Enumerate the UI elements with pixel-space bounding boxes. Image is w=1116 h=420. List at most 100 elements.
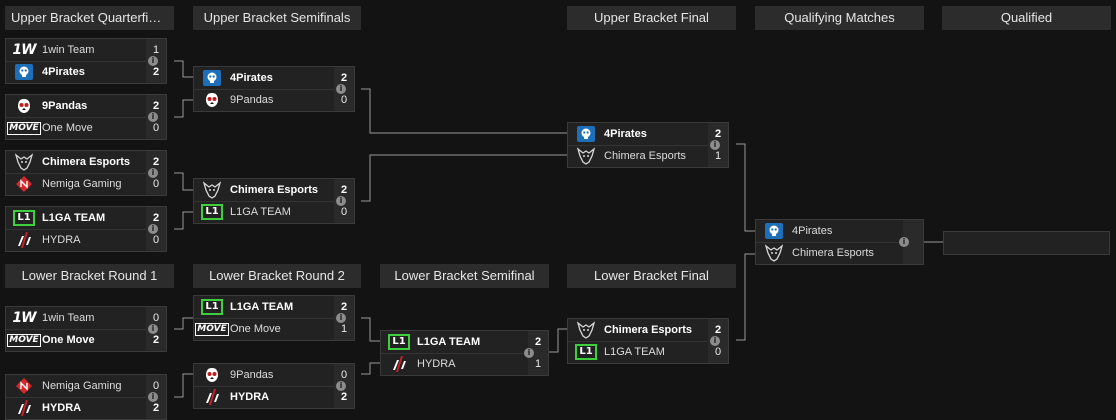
team-score: 0	[146, 307, 166, 329]
match-info-icon[interactable]: i	[336, 381, 346, 391]
match-info-icon[interactable]: i	[148, 112, 158, 122]
team-name: 4Pirates	[230, 72, 273, 84]
move-logo-icon: MOVE	[7, 121, 41, 135]
l1ga-logo-icon: L1	[194, 201, 230, 223]
match-qualifying[interactable]: 4Pirates Chimera Esports i	[755, 219, 924, 265]
team-row[interactable]: Chimera Esports	[6, 151, 148, 174]
match-info-icon[interactable]: i	[148, 324, 158, 334]
team-score: 0	[334, 201, 354, 223]
match-info-icon[interactable]: i	[336, 313, 346, 323]
team-score: 2	[334, 179, 354, 201]
team-name: Chimera Esports	[792, 247, 874, 259]
match-info-icon[interactable]: i	[148, 56, 158, 66]
team-score	[903, 242, 923, 264]
match-ub-qf-1[interactable]: 1W 1win Team 1 4Pirates 2 i	[5, 38, 167, 84]
team-score: 2	[334, 386, 354, 408]
team-score: 0	[334, 89, 354, 111]
team-score: 1	[708, 145, 728, 167]
team-row[interactable]: HYDRA	[6, 229, 148, 251]
match-ub-qf-2[interactable]: 9Pandas 2 MOVE One Move 0 i	[5, 94, 167, 140]
team-row[interactable]: 1W 1win Team	[6, 307, 148, 330]
1win-logo-icon: 1W	[12, 42, 36, 58]
l1ga-logo-icon: L1	[194, 296, 230, 318]
match-ub-qf-4[interactable]: L1 L1GA TEAM 2 HYDRA 0 i	[5, 206, 167, 252]
match-ub-sf-1[interactable]: 4Pirates 2 9Pandas 0 i	[193, 66, 355, 112]
match-info-icon[interactable]: i	[148, 392, 158, 402]
team-name: One Move	[230, 323, 281, 335]
team-row[interactable]: HYDRA	[6, 397, 148, 419]
team-name: One Move	[42, 122, 93, 134]
team-name: 1win Team	[42, 44, 95, 56]
l1ga-logo-icon: L1	[568, 341, 604, 363]
team-row[interactable]: 4Pirates	[6, 61, 148, 83]
panda-logo-icon	[194, 89, 230, 111]
hydra-logo-icon	[6, 229, 42, 251]
header-lb-final: Lower Bracket Final	[567, 264, 736, 288]
match-lb-r2-1[interactable]: L1 L1GA TEAM 2 MOVE One Move 1 i	[193, 295, 355, 341]
team-score: 1	[334, 318, 354, 340]
match-info-icon[interactable]: i	[336, 196, 346, 206]
team-row[interactable]: Chimera Esports	[568, 145, 710, 167]
match-lb-final[interactable]: Chimera Esports 2 L1 L1GA TEAM 0 i	[567, 318, 729, 364]
match-ub-qf-3[interactable]: Chimera Esports 2 Nemiga Gaming 0 i	[5, 150, 167, 196]
team-row[interactable]: Nemiga Gaming	[6, 173, 148, 195]
team-row[interactable]: L1 L1GA TEAM	[194, 201, 336, 223]
match-info-icon[interactable]: i	[336, 84, 346, 94]
match-info-icon[interactable]: i	[710, 336, 720, 346]
team-name: L1GA TEAM	[230, 206, 291, 218]
team-name: HYDRA	[417, 358, 456, 370]
team-row[interactable]: L1 L1GA TEAM	[194, 296, 336, 319]
chimera-logo-icon	[194, 179, 230, 201]
team-score	[903, 220, 923, 242]
team-row[interactable]: 1W 1win Team	[6, 39, 148, 62]
team-row[interactable]: L1 L1GA TEAM	[568, 341, 710, 363]
panda-logo-icon	[194, 364, 230, 386]
match-info-icon[interactable]: i	[148, 224, 158, 234]
match-info-icon[interactable]: i	[524, 348, 534, 358]
header-qualifying-matches: Qualifying Matches	[755, 6, 924, 30]
team-score: 2	[708, 319, 728, 341]
team-name: One Move	[42, 334, 95, 346]
team-score: 2	[146, 329, 166, 351]
l1ga-logo-icon: L1	[381, 331, 417, 353]
hydra-logo-icon	[381, 353, 417, 375]
match-info-icon[interactable]: i	[710, 140, 720, 150]
team-row[interactable]: 4Pirates	[756, 220, 905, 243]
team-name: Nemiga Gaming	[42, 380, 122, 392]
team-score: 2	[334, 296, 354, 318]
match-lb-r2-2[interactable]: 9Pandas 0 HYDRA 2 i	[193, 363, 355, 409]
team-row[interactable]: 9Pandas	[194, 89, 336, 111]
match-lb-r1-1[interactable]: 1W 1win Team 0 MOVE One Move 2 i	[5, 306, 167, 352]
team-name: 4Pirates	[604, 128, 647, 140]
match-info-icon[interactable]: i	[899, 237, 909, 247]
skull-logo-icon	[756, 220, 792, 242]
match-lb-semifinal[interactable]: L1 L1GA TEAM 2 HYDRA 1 i	[380, 330, 549, 376]
team-score: 0	[146, 117, 166, 139]
team-row[interactable]: L1 L1GA TEAM	[381, 331, 530, 354]
team-name: L1GA TEAM	[42, 212, 106, 224]
team-row[interactable]: Nemiga Gaming	[6, 375, 148, 398]
team-row[interactable]: L1 L1GA TEAM	[6, 207, 148, 230]
team-row[interactable]: Chimera Esports	[568, 319, 710, 342]
match-ub-final[interactable]: 4Pirates 2 Chimera Esports 1 i	[567, 122, 729, 168]
team-row[interactable]: MOVE One Move	[194, 318, 336, 340]
team-row[interactable]: Chimera Esports	[756, 242, 905, 264]
team-row[interactable]: MOVE One Move	[6, 329, 148, 351]
team-row[interactable]: 4Pirates	[568, 123, 710, 146]
team-row[interactable]: HYDRA	[194, 386, 336, 408]
team-row[interactable]: MOVE One Move	[6, 117, 148, 139]
team-row[interactable]: 9Pandas	[6, 95, 148, 118]
team-row[interactable]: HYDRA	[381, 353, 530, 375]
team-score: 2	[334, 67, 354, 89]
match-info-icon[interactable]: i	[148, 168, 158, 178]
team-name: 4Pirates	[42, 66, 85, 78]
team-row[interactable]: 4Pirates	[194, 67, 336, 90]
team-name: Chimera Esports	[604, 324, 693, 336]
team-row[interactable]: Chimera Esports	[194, 179, 336, 202]
chimera-logo-icon	[756, 242, 792, 264]
match-ub-sf-2[interactable]: Chimera Esports 2 L1 L1GA TEAM 0 i	[193, 178, 355, 224]
match-lb-r1-2[interactable]: Nemiga Gaming 0 HYDRA 2 i	[5, 374, 167, 420]
team-row[interactable]: 9Pandas	[194, 364, 336, 387]
nemiga-logo-icon	[6, 173, 42, 195]
